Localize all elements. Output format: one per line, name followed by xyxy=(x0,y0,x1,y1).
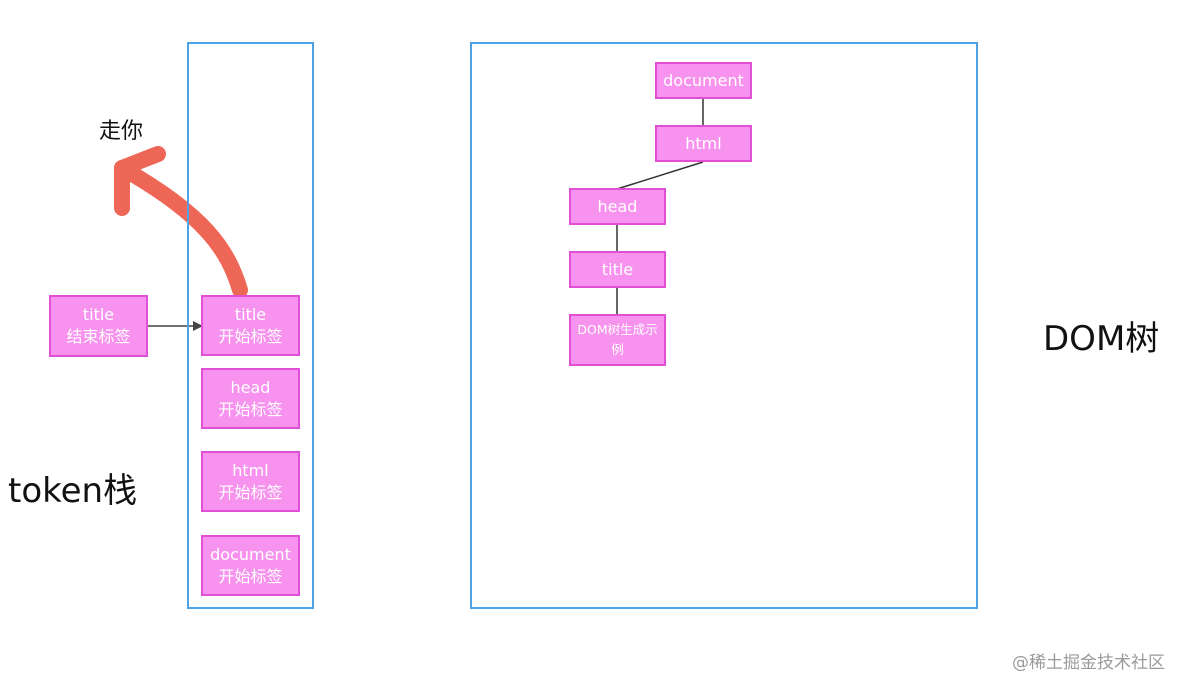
dom-tree-frame xyxy=(470,42,978,609)
dom-node-title: title xyxy=(569,251,666,288)
stack-item: head 开始标签 xyxy=(201,368,300,429)
pop-arrow-head xyxy=(114,146,166,216)
stack-item-name: title xyxy=(234,304,267,324)
stack-item-name: head xyxy=(230,377,271,397)
pop-label: 走你 xyxy=(99,119,144,144)
token-stack-frame xyxy=(187,42,314,609)
stack-item-kind: 开始标签 xyxy=(218,399,283,419)
stack-item-kind: 开始标签 xyxy=(218,566,283,586)
push-arrow-head xyxy=(193,321,203,331)
dom-node-head: head xyxy=(569,188,666,225)
stack-item-kind: 开始标签 xyxy=(218,326,283,346)
dom-edge-html-head xyxy=(616,161,704,190)
dom-node-label: title xyxy=(601,259,634,279)
incoming-token-kind: 结束标签 xyxy=(66,327,131,346)
stack-item: title 开始标签 xyxy=(201,295,300,356)
dom-tree-label: DOM树 xyxy=(1043,319,1160,359)
dom-node-html: html xyxy=(655,125,752,162)
stack-item: html 开始标签 xyxy=(201,451,300,512)
watermark: @稀土掘金技术社区 xyxy=(1012,653,1165,673)
dom-node-label: document xyxy=(663,70,744,90)
pop-arrow-curve xyxy=(114,160,248,298)
dom-node-label-line2: 例 xyxy=(611,342,624,357)
stack-item-name: document xyxy=(210,544,291,564)
stack-item-name: html xyxy=(232,460,269,480)
dom-node-label: head xyxy=(597,196,638,216)
dom-node-example: DOM树生成示 例 xyxy=(569,314,666,366)
dom-node-label: html xyxy=(685,133,722,153)
dom-node-document: document xyxy=(655,62,752,99)
token-stack-label: token栈 xyxy=(8,471,138,511)
dom-node-label: DOM树生成示 xyxy=(577,322,658,337)
incoming-token-node: title 结束标签 xyxy=(49,295,148,357)
stack-item-kind: 开始标签 xyxy=(218,482,283,502)
incoming-token-name: title xyxy=(82,305,115,325)
stack-item: document 开始标签 xyxy=(201,535,300,596)
